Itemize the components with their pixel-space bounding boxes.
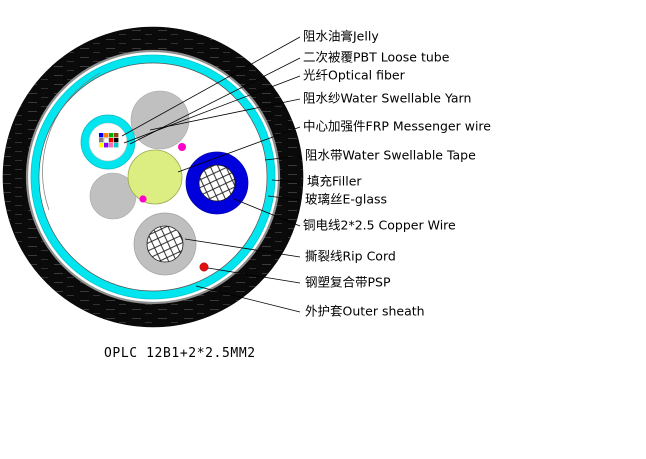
- copper-wire-blue-conductor: [198, 164, 236, 202]
- optical-fiber-bundle: [99, 133, 119, 148]
- e-glass-marker-lower: [139, 195, 147, 203]
- cable-body: [2, 26, 304, 328]
- label-optical-fiber: 光纤Optical fiber: [303, 68, 406, 83]
- leader-lines: [121, 36, 301, 313]
- leader-filler: [271, 179, 301, 183]
- leader-swellable-tape: [264, 155, 301, 161]
- rip-cord-marker: [199, 262, 209, 272]
- label-jelly: 阻水油膏Jelly: [303, 29, 379, 44]
- leader-outer-sheath: [195, 285, 301, 313]
- leader-optical-fiber: [123, 75, 301, 144]
- label-copper-wire: 铜电线2*2.5 Copper Wire: [303, 218, 456, 233]
- label-frp-messenger: 中心加强件FRP Messenger wire: [303, 119, 491, 134]
- e-glass-marker-upper: [178, 143, 186, 151]
- copper-wire-blue: [185, 151, 249, 215]
- label-e-glass: 玻璃丝E-glass: [305, 192, 387, 207]
- leader-swellable-yarn: [149, 98, 301, 131]
- label-group: 阻水油膏Jelly 二次被覆PBT Loose tube 光纤Optical f…: [303, 29, 491, 319]
- copper-wire-gray: [133, 212, 197, 276]
- label-swellable-tape: 阻水带Water Swellable Tape: [305, 148, 476, 163]
- frp-messenger-wire: [127, 149, 183, 205]
- leader-e-glass: [267, 195, 301, 201]
- leader-frp-messenger: [177, 126, 301, 173]
- leader-jelly: [121, 36, 301, 137]
- filler-rod-top: [130, 90, 190, 150]
- label-outer-sheath: 外护套Outer sheath: [305, 304, 425, 319]
- copper-wire-gray-conductor: [146, 225, 184, 263]
- pbt-loose-tube-assembly: [80, 114, 136, 170]
- cable-spec-caption: OPLC 12B1+2*2.5MM2: [104, 346, 256, 361]
- label-psp: 钢塑复合带PSP: [305, 275, 391, 290]
- water-swellable-yarn-arc: [42, 72, 101, 211]
- label-swellable-yarn: 阻水纱Water Swellable Yarn: [303, 91, 471, 106]
- leader-rip-cord: [184, 238, 301, 258]
- leader-copper-wire: [233, 198, 301, 227]
- leader-psp: [207, 267, 301, 284]
- label-filler: 填充Filler: [307, 174, 362, 189]
- label-pbt-loose-tube: 二次被覆PBT Loose tube: [303, 50, 450, 65]
- label-rip-cord: 撕裂线Rip Cord: [305, 249, 396, 264]
